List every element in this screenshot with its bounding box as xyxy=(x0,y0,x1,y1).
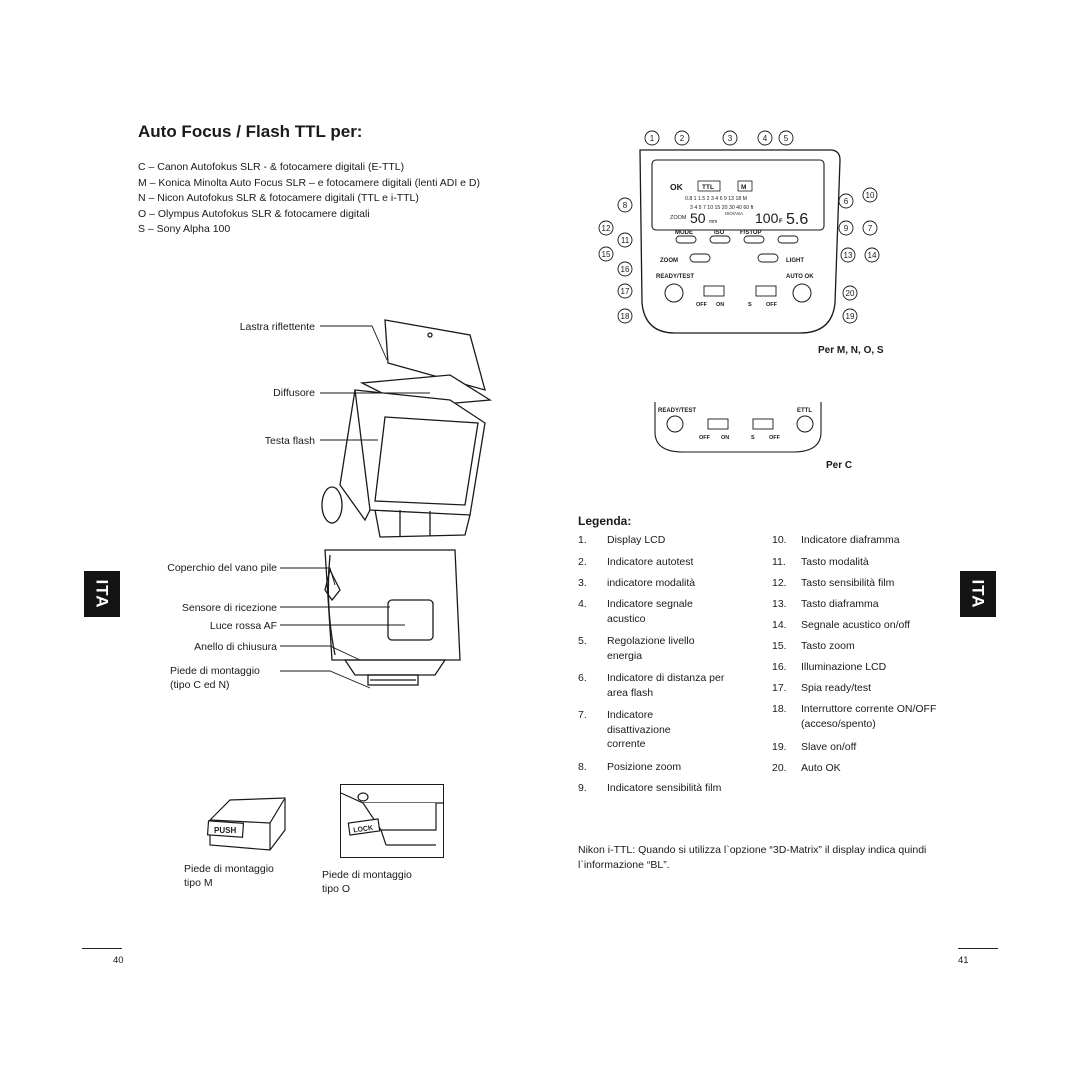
foot-o-frame: LOCK xyxy=(340,784,444,858)
callout-14: 14 xyxy=(868,251,877,260)
camera-systems-list: C – Canon Autofokus SLR - & fotocamere d… xyxy=(138,160,480,238)
zoom-button xyxy=(689,253,711,263)
label-lock-ring: Anello di chiusura xyxy=(194,641,277,653)
page-rule-right xyxy=(958,948,998,949)
callout-4: 4 xyxy=(763,134,768,143)
ready-test-label: READY/TEST xyxy=(656,274,694,280)
system-item: O – Olympus Autofokus SLR & fotocamere d… xyxy=(138,207,370,220)
light-button xyxy=(757,253,779,263)
lcd-ok: OK xyxy=(670,182,684,192)
callout-16: 16 xyxy=(621,265,630,274)
label-af-light: Luce rossa AF xyxy=(209,620,277,632)
power-on-label: ON xyxy=(716,302,724,308)
callout-11: 11 xyxy=(621,236,630,245)
callout-19: 19 xyxy=(846,312,855,321)
mode-button xyxy=(675,235,697,244)
legend-title: Legenda: xyxy=(578,514,632,528)
lock-text: LOCK xyxy=(353,825,374,835)
c-on-label: ON xyxy=(721,435,729,441)
iso-button xyxy=(709,235,731,244)
c-ettl-label: ETTL xyxy=(797,408,812,414)
control-panel-diagram: OK TTL M 0.8 1 1.5 2 3 4 6 9 13 18 M 3 4… xyxy=(598,130,880,334)
c-s-off-label: OFF xyxy=(769,435,781,441)
slave-off-label: OFF xyxy=(766,302,778,308)
push-text: PUSH xyxy=(214,826,236,835)
beep-button xyxy=(777,235,799,244)
btn-fstop-label: F/STOP xyxy=(740,230,762,236)
lcd-iso-asa: ISO/ASA xyxy=(725,211,743,216)
c-ettl-lamp xyxy=(796,415,814,433)
callout-7: 7 xyxy=(868,224,873,233)
control-panel-c: READY/TEST ETTL OFF ON S OFF xyxy=(654,402,822,453)
callout-3: 3 xyxy=(728,134,733,143)
foot-o-illustration: LOCK xyxy=(340,792,443,846)
foot-m-illustration: PUSH xyxy=(206,797,286,851)
variant-label-mnos: Per M, N, O, S xyxy=(818,345,884,356)
system-item: N – Nicon Autofokus SLR & fotocamere dig… xyxy=(138,192,419,204)
label-sensor: Sensore di ricezione xyxy=(181,602,277,614)
callout-10: 10 xyxy=(866,191,875,200)
btn-light-label: LIGHT xyxy=(786,258,804,264)
lcd-f: F xyxy=(779,219,783,225)
callout-5: 5 xyxy=(784,134,789,143)
lcd-zoom-value: 50 xyxy=(690,210,706,226)
btn-iso-label: ISO xyxy=(714,230,725,236)
slave-s-label: S xyxy=(748,302,752,308)
label-diffuser: Diffusore xyxy=(273,387,315,399)
fstop-button xyxy=(743,235,765,244)
c-ready-test-button xyxy=(666,415,684,433)
callout-15: 15 xyxy=(602,250,611,259)
lcd-zoom-label: ZOOM xyxy=(670,215,687,221)
language-tab-left: ITA xyxy=(84,571,120,617)
page-title: Auto Focus / Flash TTL per: xyxy=(138,122,363,141)
slave-switch xyxy=(755,285,777,297)
label-battery-cover: Coperchio del vano pile xyxy=(167,562,277,574)
c-slave-switch xyxy=(752,418,774,430)
callout-13: 13 xyxy=(844,251,853,260)
auto-ok-label: AUTO OK xyxy=(786,274,814,280)
power-off-label: OFF xyxy=(696,302,708,308)
callout-18: 18 xyxy=(621,312,630,321)
c-ready-test-label: READY/TEST xyxy=(658,408,696,414)
system-item: C – Canon Autofokus SLR - & fotocamere d… xyxy=(138,161,405,173)
callout-6: 6 xyxy=(844,197,849,206)
lcd-iso-value: 100 xyxy=(755,210,779,226)
c-s-label: S xyxy=(751,435,755,441)
page-number-left: 40 xyxy=(113,955,124,966)
flash-unit-illustration xyxy=(321,319,492,686)
c-power-switch xyxy=(707,418,729,430)
label-foot-cn: Piede di montaggio (tipo C ed N) xyxy=(170,665,260,691)
label-flash-head: Testa flash xyxy=(264,435,315,447)
lcd-scale-m: 0.8 1 1.5 2 3 4 6 9 13 18 M xyxy=(685,196,747,202)
callout-1: 1 xyxy=(650,134,655,143)
callout-17: 17 xyxy=(621,287,630,296)
lcd-ttl: TTL xyxy=(702,184,714,191)
lcd-m: M xyxy=(741,184,746,191)
page-rule-left xyxy=(82,948,122,949)
btn-mode-label: MODE xyxy=(675,230,693,236)
lcd-mm: mm xyxy=(709,219,717,225)
callout-20: 20 xyxy=(846,289,855,298)
callout-12: 12 xyxy=(602,224,611,233)
lcd-scale-ft: 3 4 5 7 10 15 20 30 40 60 ft xyxy=(690,205,754,211)
variant-label-c: Per C xyxy=(826,460,853,471)
lcd-fstop-value: 5.6 xyxy=(786,211,808,228)
callout-8: 8 xyxy=(623,201,628,210)
system-item: S – Sony Alpha 100 xyxy=(138,223,231,235)
callout-2: 2 xyxy=(680,134,685,143)
page-number-right: 41 xyxy=(958,955,969,966)
system-item: M – Konica Minolta Auto Focus SLR – e fo… xyxy=(138,176,480,189)
language-tab-right: ITA xyxy=(960,571,996,617)
btn-zoom-label: ZOOM xyxy=(660,258,678,264)
c-off-label: OFF xyxy=(699,435,711,441)
ready-test-button xyxy=(664,283,684,303)
auto-ok-lamp xyxy=(792,283,812,303)
callout-9: 9 xyxy=(844,224,849,233)
label-reflector: Lastra riflettente xyxy=(239,321,315,333)
nikon-note: Nikon i-TTL: Quando si utilizza l`opzion… xyxy=(578,844,927,871)
leader-lines xyxy=(280,325,430,689)
power-switch xyxy=(703,285,725,297)
